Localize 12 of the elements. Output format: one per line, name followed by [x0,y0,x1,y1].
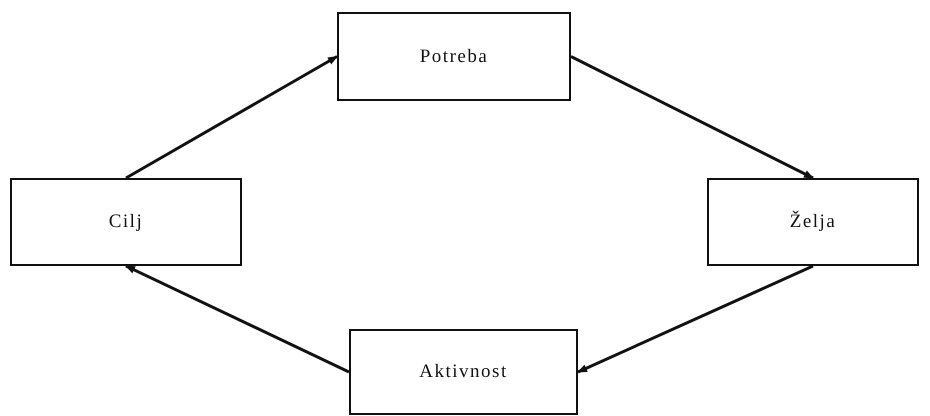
process-box [349,329,578,415]
arrow [125,55,338,180]
arrow [570,55,814,180]
box-label: Cilj [108,211,144,233]
box-label: Potreba [420,46,488,68]
process-box [10,178,242,266]
arrow [577,264,814,374]
process-box [337,12,571,101]
arrow [125,264,350,374]
process-box [707,178,919,266]
box-label: Aktivnost [419,361,508,383]
box-label: Želja [790,211,836,233]
